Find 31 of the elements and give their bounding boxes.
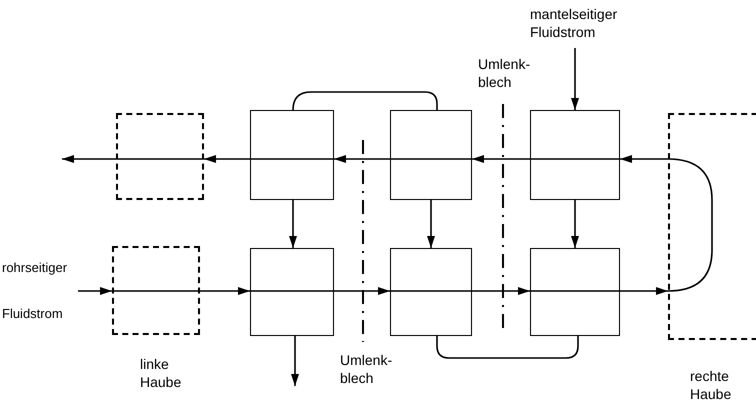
arrow [427, 200, 435, 248]
arrow [204, 155, 250, 163]
flow-label: Fluidstrom [2, 306, 64, 322]
arrow [200, 287, 250, 295]
flow-label: rohrseitiger [2, 260, 68, 276]
arrow [78, 287, 112, 295]
arrow [334, 287, 390, 295]
hood-outline [116, 113, 204, 200]
flow-label: mantelseitiger Fluidstrom [530, 6, 618, 41]
arrow [620, 155, 713, 292]
part-label: rechte Haube [690, 368, 732, 403]
tube-bundle-box [530, 110, 620, 200]
hood-outline [112, 246, 200, 335]
tube-bundle-box [390, 248, 472, 336]
arrow [62, 155, 116, 163]
arrow [472, 155, 530, 163]
tube-bundle-box [250, 248, 334, 336]
tube-bundle-box [530, 248, 620, 336]
hood-outline [668, 113, 756, 340]
arrow [291, 336, 299, 386]
part-label: Umlenk- blech [478, 56, 532, 91]
part-label: linke Haube [140, 356, 182, 391]
tube-bundle-box [390, 110, 472, 200]
part-label: Umlenk- blech [340, 352, 394, 387]
arrow [334, 155, 390, 163]
arrow [571, 200, 579, 248]
arrow [289, 200, 297, 248]
arrow [472, 287, 530, 295]
tube-bundle-box [250, 110, 334, 200]
arrow [571, 48, 579, 110]
arrow [620, 287, 668, 295]
